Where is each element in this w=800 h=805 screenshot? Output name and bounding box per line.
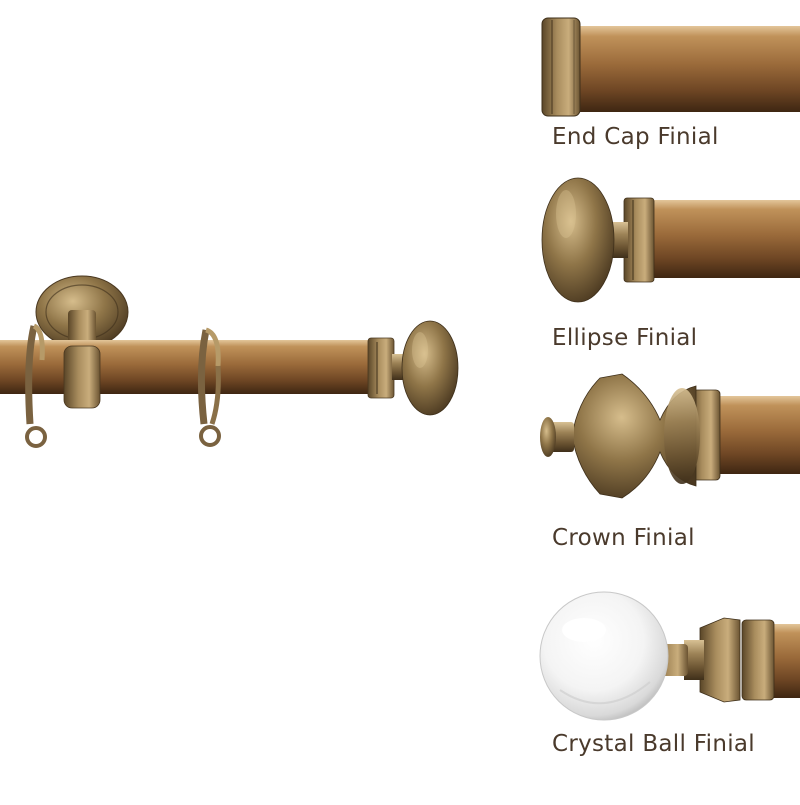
crystal-ball-finial-illustration bbox=[539, 591, 800, 721]
assembled-curtain-rod bbox=[0, 275, 459, 448]
end-cap-finial-illustration bbox=[541, 17, 800, 117]
ellipse-finial-label: Ellipse Finial bbox=[552, 325, 698, 351]
ellipse-finial-illustration bbox=[541, 177, 800, 303]
crystal-ball-finial-label: Crystal Ball Finial bbox=[552, 731, 755, 757]
crown-finial-illustration bbox=[540, 373, 800, 499]
end-cap-finial-label: End Cap Finial bbox=[552, 124, 719, 150]
crown-finial-label: Crown Finial bbox=[552, 525, 695, 551]
